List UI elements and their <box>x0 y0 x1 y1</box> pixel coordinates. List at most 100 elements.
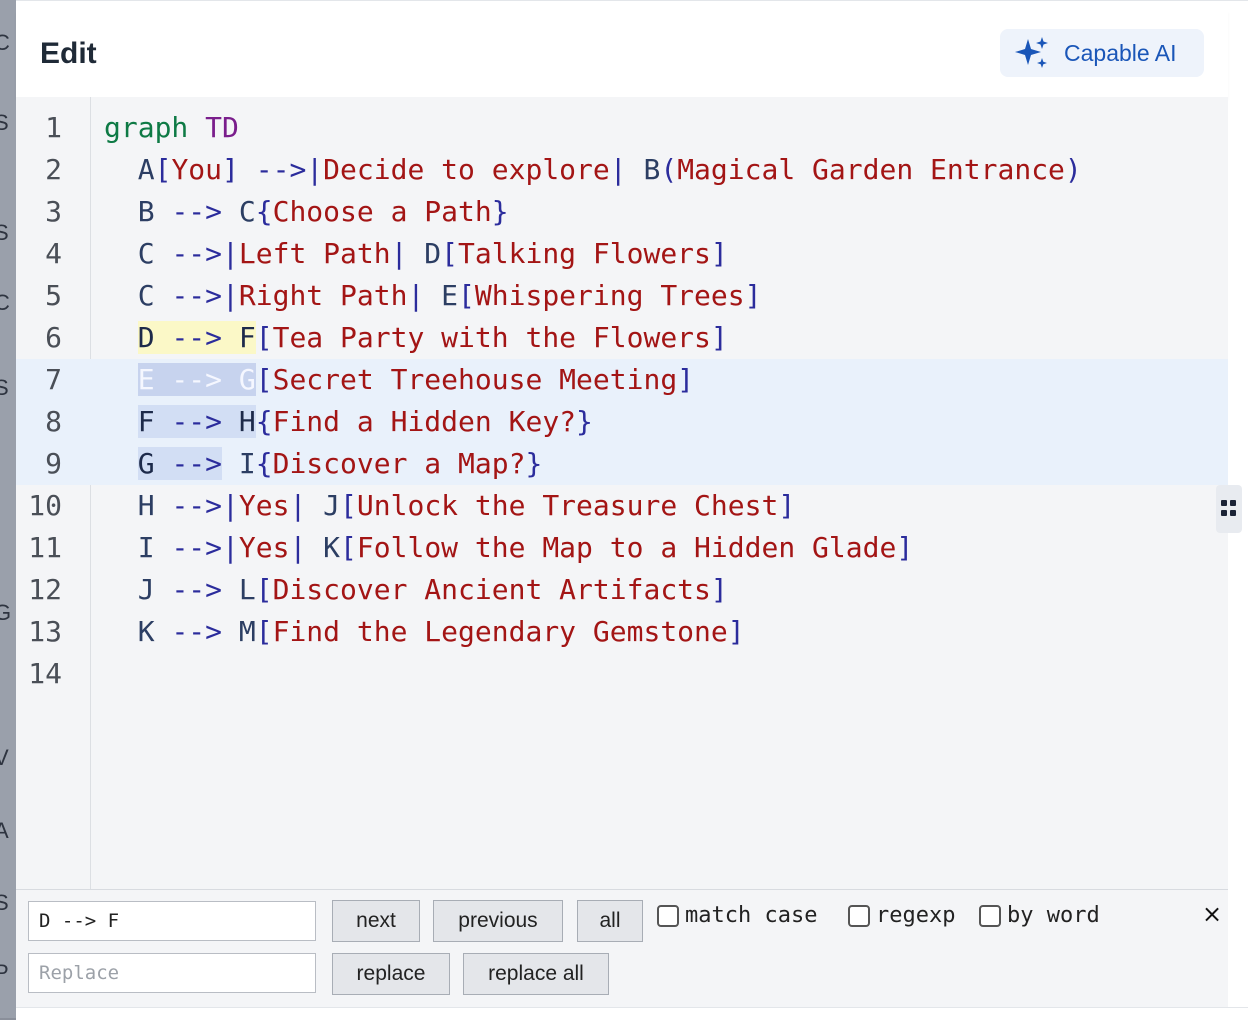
line-number: 9 <box>45 447 62 480</box>
code-token: --> <box>171 321 223 354</box>
line-number-gutter <box>16 97 91 889</box>
regexp-label: regexp <box>876 903 956 928</box>
code-line[interactable]: 8 F --> H{Find a Hidden Key?} <box>16 401 1228 443</box>
line-number: 5 <box>45 279 62 312</box>
code-token: F <box>137 405 172 438</box>
code-token: ] <box>710 321 728 354</box>
code-token: G <box>137 447 172 480</box>
code-line[interactable]: 6 D --> F[Tea Party with the Flowers] <box>16 317 1228 359</box>
all-button[interactable]: all <box>577 900 643 942</box>
code-token: | <box>609 153 627 186</box>
next-button[interactable]: next <box>332 900 420 942</box>
code-token: ] <box>744 279 762 312</box>
by-word-checkbox[interactable] <box>979 904 1001 927</box>
close-icon[interactable]: × <box>1202 900 1223 928</box>
code-line[interactable]: 10 H -->|Yes| J[Unlock the Treasure Ches… <box>16 485 1228 527</box>
code-token: Yes <box>238 531 290 564</box>
previous-button[interactable]: previous <box>433 900 563 942</box>
code-line[interactable]: 11 I -->|Yes| K[Follow the Map to a Hidd… <box>16 527 1228 569</box>
code-token: -->| <box>171 237 239 270</box>
capable-ai-label: Capable AI <box>1064 39 1177 66</box>
match-case-option[interactable]: match case <box>657 903 817 928</box>
code-token: Find a Hidden Key? <box>272 405 577 438</box>
drag-handle-icon[interactable] <box>1216 485 1242 533</box>
code-token: { <box>255 447 273 480</box>
replace-all-button[interactable]: replace all <box>463 953 609 995</box>
search-replace-panel: next previous all match case regexp by w… <box>16 889 1228 1008</box>
code-token: } <box>576 405 593 438</box>
code-token: Whispering Trees <box>474 279 745 312</box>
code-token: B <box>104 195 172 228</box>
regexp-option[interactable]: regexp <box>848 903 955 928</box>
code-token: M <box>222 615 256 648</box>
code-token: Discover Ancient Artifacts <box>272 573 711 606</box>
code-token: B <box>626 153 661 186</box>
capable-ai-button[interactable]: Capable AI <box>1000 29 1204 77</box>
code-token: ] <box>896 531 914 564</box>
line-code: C -->|Right Path| E[Whispering Trees] <box>104 275 762 317</box>
code-line[interactable]: 7 E --> G[Secret Treehouse Meeting] <box>16 359 1228 401</box>
by-word-option[interactable]: by word <box>979 903 1100 928</box>
code-token: ] <box>710 237 728 270</box>
code-line[interactable]: 4 C -->|Left Path| D[Talking Flowers] <box>16 233 1228 275</box>
code-token: Find the Legendary Gemstone <box>272 615 728 648</box>
code-token: H <box>104 489 172 522</box>
code-line[interactable]: 5 C -->|Right Path| E[Whispering Trees] <box>16 275 1228 317</box>
line-number: 14 <box>28 657 62 690</box>
code-token: A <box>104 153 155 186</box>
code-token: -->| <box>171 489 239 522</box>
code-token: J <box>104 573 172 606</box>
code-token: ] <box>710 573 728 606</box>
code-token: C <box>104 279 172 312</box>
code-token: Magical Garden Entrance <box>677 153 1065 186</box>
code-token: Unlock the Treasure Chest <box>356 489 779 522</box>
code-line[interactable]: 12 J --> L[Discover Ancient Artifacts] <box>16 569 1228 611</box>
code-token: [ <box>255 363 273 396</box>
code-token: You <box>171 153 223 186</box>
code-token: Talking Flowers <box>458 237 711 270</box>
code-line[interactable]: 14 <box>16 653 1228 695</box>
code-token: K <box>306 531 341 564</box>
code-token: C <box>104 237 172 270</box>
code-token: --> <box>171 573 223 606</box>
code-token: [ <box>255 321 273 354</box>
code-line[interactable]: 2 A[You] -->|Decide to explore| B(Magica… <box>16 149 1228 191</box>
code-line[interactable]: 13 K --> M[Find the Legendary Gemstone] <box>16 611 1228 653</box>
code-token: Decide to explore <box>323 153 610 186</box>
code-token: E <box>424 279 459 312</box>
line-code: H -->|Yes| J[Unlock the Treasure Chest] <box>104 485 795 527</box>
line-code: C -->|Left Path| D[Talking Flowers] <box>104 233 728 275</box>
sparkles-icon <box>1015 37 1048 68</box>
replace-input[interactable] <box>28 953 316 993</box>
panel-footer <box>16 1007 1248 1020</box>
code-line[interactable]: 9 G --> I{Discover a Map?} <box>16 443 1228 485</box>
line-number: 1 <box>45 111 62 144</box>
code-token: D <box>407 237 442 270</box>
regexp-checkbox[interactable] <box>848 904 870 927</box>
code-token: | <box>407 279 425 312</box>
code-line[interactable]: 3 B --> C{Choose a Path} <box>16 191 1228 233</box>
line-code: A[You] -->|Decide to explore| B(Magical … <box>104 149 1082 191</box>
code-token: { <box>255 195 273 228</box>
find-input[interactable] <box>28 901 316 941</box>
code-token: | <box>289 489 307 522</box>
code-token: ( <box>660 153 678 186</box>
code-token: TD <box>205 111 239 144</box>
code-token <box>104 447 138 480</box>
match-case-checkbox[interactable] <box>657 904 679 927</box>
line-code: K --> M[Find the Legendary Gemstone] <box>104 611 745 653</box>
code-token <box>104 405 138 438</box>
line-code: D --> F[Tea Party with the Flowers] <box>104 317 728 359</box>
code-token: C <box>222 195 256 228</box>
page-title: Edit <box>40 37 97 70</box>
line-code: I -->|Yes| K[Follow the Map to a Hidden … <box>104 527 913 569</box>
code-token: [ <box>340 531 357 564</box>
code-token: ] <box>778 489 796 522</box>
replace-button[interactable]: replace <box>332 953 450 995</box>
code-token: --> <box>171 615 223 648</box>
code-token <box>188 111 205 144</box>
